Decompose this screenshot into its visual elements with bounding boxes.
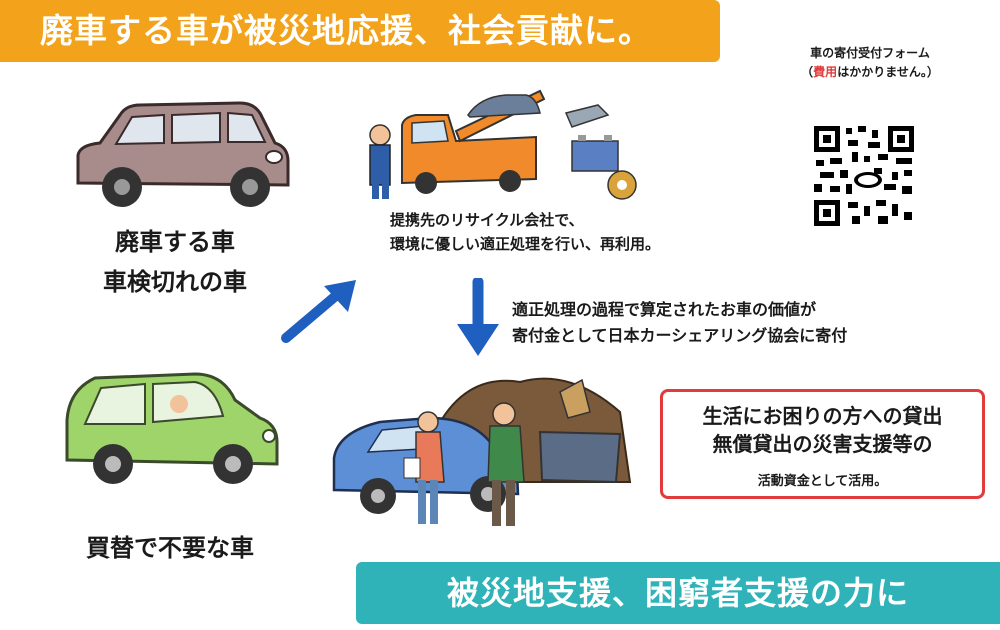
notice-box: 生活にお困りの方への貸出 無償貸出の災害支援等の 活動資金として活用。 [660,389,985,499]
qr-caption-rest: はかかりません。） [837,65,939,79]
notice-line-1: 生活にお困りの方への貸出 [702,404,943,428]
arrow-icon [281,280,356,343]
label-scrap-car: 廃車する車 [115,228,235,256]
label-replaced-car: 買替で不要な車 [86,534,254,562]
label-expired-car: 車検切れの車 [103,268,247,296]
qr-caption-line2: （費用はかかりません。） [770,63,970,82]
tow-truck-icon [369,89,637,200]
bottom-banner-title: 被災地支援、困窮者支援の力に [446,574,909,612]
notice-line-2: 無償貸出の災害支援等の [712,432,933,456]
process-text-1: 適正処理の過程で算定されたお車の価値が [512,300,817,319]
qr-caption-line1: 車の寄付受付フォーム [810,46,930,60]
battery-icon [571,135,619,172]
top-banner: 廃車する車が被災地応援、社会貢献に。 [0,0,720,62]
old-car-icon [76,101,290,207]
notice-line-3: 活動資金として活用。 [757,474,888,489]
process-text-2: 寄付金として日本カーシェアリング協会に寄付 [512,326,848,345]
recycle-text-1: 提携先のリサイクル会社で、 [390,211,584,229]
green-car-icon [65,372,279,484]
banner-title: 廃車する車が被災地応援、社会貢献に。 [40,11,652,50]
qr-code-icon[interactable] [812,124,916,228]
scrap-scene [332,377,632,526]
qr-caption-open: （ [801,65,814,79]
bottom-banner: 被災地支援、困窮者支援の力に [356,562,1000,624]
mechanic-icon [369,124,391,199]
qr-caption-fee: 費用 [813,65,838,79]
people-icon [403,402,525,526]
gear-icon [607,170,637,200]
recycle-text-2: 環境に優しい適正処理を行い、再利用。 [390,235,661,253]
down-arrow-icon [457,278,499,356]
qr-caption: 車の寄付受付フォーム （費用はかかりません。） [770,44,970,82]
